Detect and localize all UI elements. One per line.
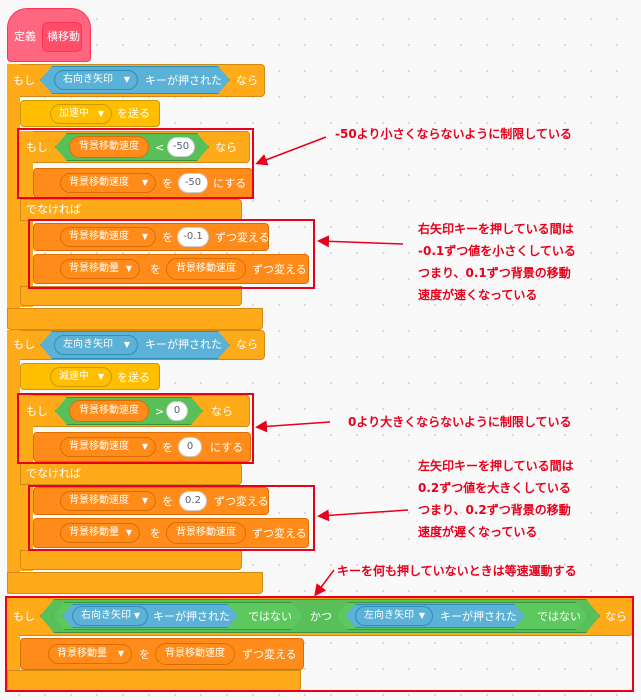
if-label: もし bbox=[26, 141, 48, 154]
set-to-label: にする bbox=[213, 177, 247, 190]
variable-reporter[interactable]: 背景移動速度 bbox=[155, 643, 235, 665]
variable-dropdown[interactable]: 背景移動量▼ bbox=[60, 259, 140, 279]
not-label: ではない bbox=[248, 610, 292, 623]
number-input[interactable]: 0 bbox=[166, 401, 188, 421]
chevron-down-icon: ▼ bbox=[418, 611, 425, 620]
key-pressed-label: キーが押された bbox=[440, 610, 517, 623]
then-label: なら bbox=[211, 405, 233, 418]
highlight-box bbox=[17, 393, 254, 464]
arrow-icon bbox=[314, 569, 335, 597]
number-input[interactable]: -0.1 bbox=[177, 227, 209, 247]
variable-dropdown[interactable]: 背景移動速度▼ bbox=[60, 173, 156, 193]
number-input[interactable]: 0 bbox=[178, 437, 202, 457]
then-label: なら bbox=[605, 610, 627, 623]
key-dropdown-right[interactable]: 右向き矢印▼ bbox=[72, 606, 148, 626]
define-name-label: 横移動 bbox=[47, 30, 80, 43]
annotation-text: 0より大きくならないように制限している bbox=[348, 415, 572, 429]
change-by-label: ずつ変える bbox=[242, 648, 297, 661]
wo-label: を bbox=[150, 263, 161, 276]
broadcast-label: を送る bbox=[117, 107, 150, 120]
if-label: もし bbox=[13, 610, 35, 623]
else-label: でなければ bbox=[26, 203, 81, 216]
arrow-icon bbox=[317, 235, 404, 248]
else-label: でなければ bbox=[26, 467, 81, 480]
key-dropdown-right[interactable]: 右向き矢印▼ bbox=[54, 70, 138, 90]
key-dropdown-left[interactable]: 左向き矢印▼ bbox=[54, 335, 138, 355]
chevron-down-icon: ▼ bbox=[133, 611, 140, 620]
change-by-label: ずつ変える bbox=[252, 263, 307, 276]
key-pressed-label: キーが押された bbox=[153, 610, 230, 623]
variable-reporter[interactable]: 背景移動速度 bbox=[166, 258, 246, 280]
then-label: なら bbox=[236, 338, 258, 351]
highlight-box bbox=[17, 128, 254, 199]
variable-reporter[interactable]: 背景移動速度 bbox=[69, 400, 149, 422]
annotation-text: -50より小さくならないように制限している bbox=[335, 127, 572, 141]
message-dropdown[interactable]: 加速中▼ bbox=[50, 104, 112, 124]
change-by-label: ずつ変える bbox=[214, 495, 269, 508]
broadcast-label: を送る bbox=[117, 371, 150, 384]
change-by-label: ずつ変える bbox=[215, 231, 270, 244]
variable-dropdown[interactable]: 背景移動速度▼ bbox=[60, 227, 156, 247]
arrow-icon bbox=[255, 136, 327, 166]
set-to-label: にする bbox=[210, 441, 244, 454]
number-input[interactable]: -50 bbox=[167, 137, 195, 157]
chevron-down-icon: ▼ bbox=[125, 528, 132, 537]
annotation-text: キーを何も押していないときは等速運動する bbox=[337, 564, 577, 578]
if-arm bbox=[7, 64, 20, 329]
chevron-down-icon: ▼ bbox=[123, 340, 130, 349]
chevron-down-icon: ▼ bbox=[123, 75, 130, 84]
variable-reporter[interactable]: 背景移動速度 bbox=[69, 136, 149, 158]
highlight-box bbox=[5, 596, 634, 692]
operator-symbol: < bbox=[155, 141, 165, 154]
number-input[interactable]: -50 bbox=[178, 173, 208, 193]
if-label: もし bbox=[26, 405, 48, 418]
key-dropdown-left[interactable]: 左向き矢印▼ bbox=[355, 606, 433, 626]
if-block-bottom bbox=[7, 308, 263, 330]
then-label: なら bbox=[236, 74, 258, 87]
define-name-block bbox=[42, 22, 82, 52]
annotation-text: 右矢印キーを押している間は -0.1ずつ値を小さくしている つまり、0.1ずつ背… bbox=[418, 222, 576, 302]
annotation-text: 左矢印キーを押している間は 0.2ずつ値を大きくしている つまり、0.2ずつ背景… bbox=[418, 459, 574, 539]
variable-dropdown[interactable]: 背景移動速度▼ bbox=[60, 491, 156, 511]
chevron-down-icon: ▼ bbox=[117, 649, 124, 658]
number-input[interactable]: 0.2 bbox=[179, 491, 207, 511]
chevron-down-icon: ▼ bbox=[125, 264, 132, 273]
chevron-down-icon: ▼ bbox=[141, 496, 148, 505]
wo-label: を bbox=[162, 231, 173, 244]
wo-label: を bbox=[162, 495, 173, 508]
variable-dropdown[interactable]: 背景移動量▼ bbox=[60, 523, 140, 543]
highlight-box bbox=[28, 485, 315, 551]
if-label: もし bbox=[13, 338, 35, 351]
chevron-down-icon: ▼ bbox=[141, 178, 148, 187]
if-else-bottom bbox=[20, 550, 242, 570]
not-label: ではない bbox=[537, 610, 581, 623]
key-pressed-label: キーが押された bbox=[145, 338, 222, 351]
wo-label: を bbox=[162, 177, 173, 190]
define-label: 定義 bbox=[14, 30, 36, 43]
if-else-bottom bbox=[20, 286, 242, 306]
chevron-down-icon: ▼ bbox=[97, 109, 104, 118]
variable-dropdown[interactable]: 背景移動速度▼ bbox=[60, 437, 156, 457]
if-arm bbox=[7, 596, 20, 692]
highlight-box bbox=[28, 219, 315, 289]
message-dropdown[interactable]: 減速中▼ bbox=[50, 367, 112, 387]
arrow-icon bbox=[317, 509, 409, 522]
arrow-icon bbox=[255, 420, 331, 433]
wo-label: を bbox=[150, 527, 161, 540]
if-block-bottom bbox=[7, 572, 263, 594]
and-label: かつ bbox=[310, 610, 332, 623]
wo-label: を bbox=[139, 648, 150, 661]
if-arm bbox=[7, 330, 20, 594]
wo-label: を bbox=[162, 441, 173, 454]
chevron-down-icon: ▼ bbox=[97, 372, 104, 381]
change-by-label: ずつ変える bbox=[252, 527, 307, 540]
chevron-down-icon: ▼ bbox=[141, 232, 148, 241]
then-label: なら bbox=[215, 141, 237, 154]
if-label: もし bbox=[13, 74, 35, 87]
variable-dropdown[interactable]: 背景移動量▼ bbox=[48, 644, 132, 664]
operator-symbol: > bbox=[155, 405, 165, 418]
chevron-down-icon: ▼ bbox=[141, 442, 148, 451]
key-pressed-label: キーが押された bbox=[145, 74, 222, 87]
variable-reporter[interactable]: 背景移動速度 bbox=[166, 522, 246, 544]
